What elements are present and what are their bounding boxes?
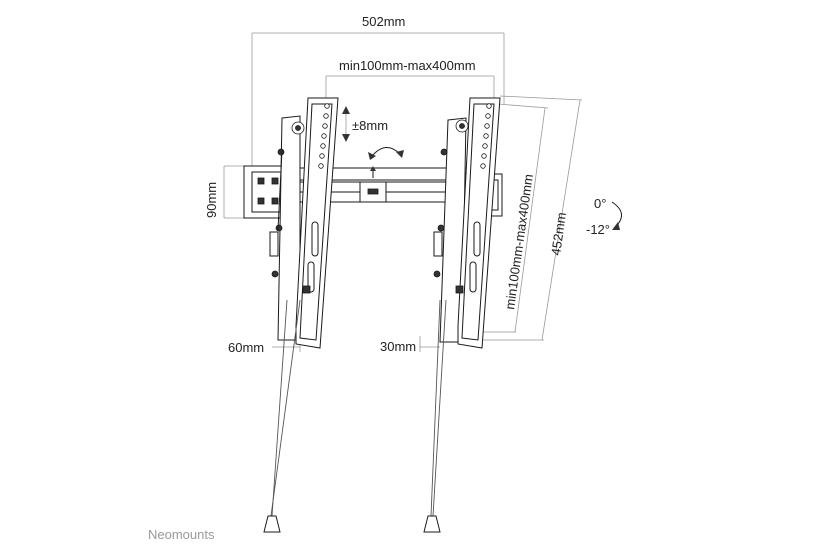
- width-total-label: 502mm: [362, 14, 405, 29]
- vesa-vertical-label: min100mm-max400mm: [502, 173, 536, 310]
- brand-logo: Neomounts: [148, 527, 215, 542]
- left-bracket: [269, 97, 339, 349]
- left-pull-tab[interactable]: [263, 515, 281, 533]
- wall-plate-height-label: 90mm: [204, 182, 219, 218]
- tilt-arrow-icon: [368, 147, 404, 160]
- height-total-label: 452mm: [548, 211, 569, 256]
- dimension-lines: [223, 32, 583, 352]
- tilt-min-label: -12°: [586, 222, 610, 237]
- right-pull-tab[interactable]: [423, 515, 441, 533]
- right-bracket: [433, 97, 501, 349]
- vesa-horizontal-label: min100mm-max400mm: [339, 58, 476, 73]
- tilt-max-label: 0°: [594, 196, 606, 211]
- arm-depth-right-label: 30mm: [380, 339, 416, 354]
- release-cords: [263, 299, 447, 533]
- vertical-adjust-label: ±8mm: [352, 118, 388, 133]
- arm-depth-left-label: 60mm: [228, 340, 264, 355]
- tilt-angle-icon: [611, 201, 622, 230]
